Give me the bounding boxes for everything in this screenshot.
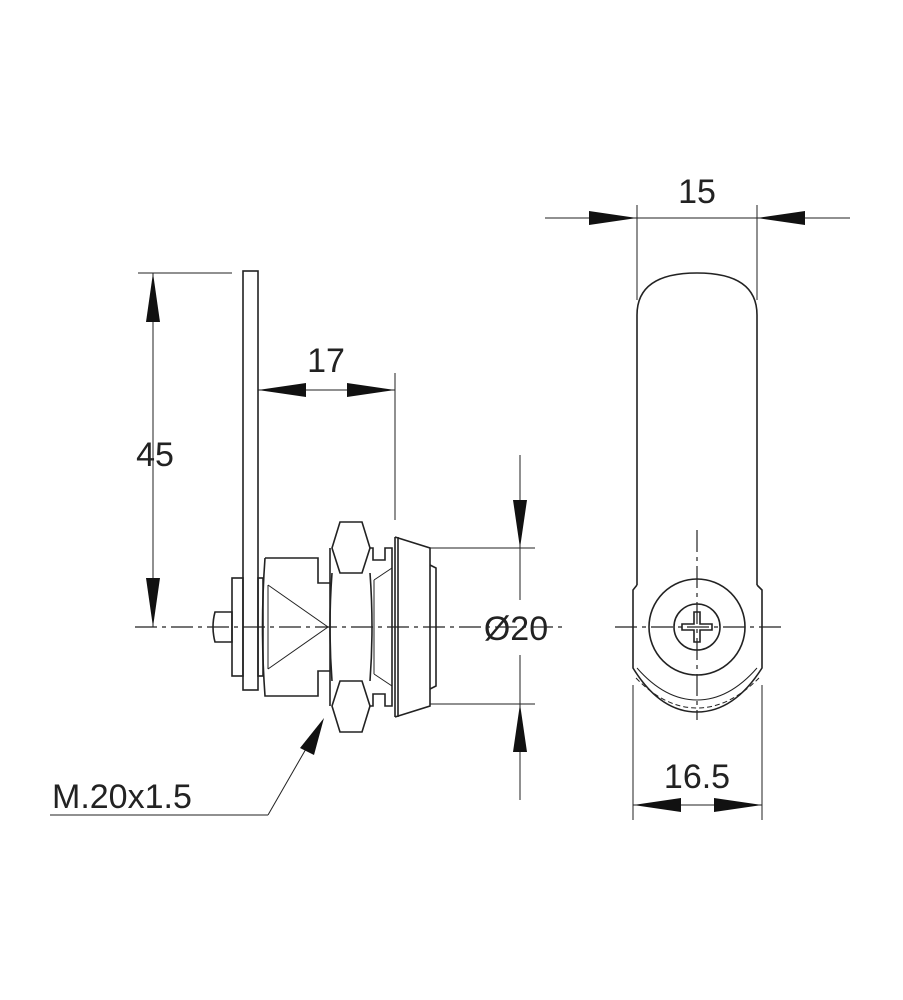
dimension-label-17: 17 (307, 342, 345, 380)
lock-front-view (615, 272, 782, 720)
dimension-diameter-20: Ø20 (430, 455, 548, 800)
thread-callout: M.20x1.5 (50, 718, 324, 816)
thread-label: M.20x1.5 (52, 778, 192, 816)
cam-plate (242, 270, 259, 691)
dimension-45: 45 (136, 272, 232, 627)
dimension-15: 15 (545, 173, 850, 300)
dimension-16-5: 16.5 (632, 685, 763, 820)
dimension-17: 17 (258, 342, 396, 520)
lock-body-side (212, 521, 437, 733)
dimension-label-45: 45 (136, 436, 174, 474)
dimension-label-16-5: 16.5 (664, 758, 730, 796)
dimension-label-diameter: Ø20 (484, 610, 548, 648)
dimension-label-15: 15 (678, 173, 716, 211)
